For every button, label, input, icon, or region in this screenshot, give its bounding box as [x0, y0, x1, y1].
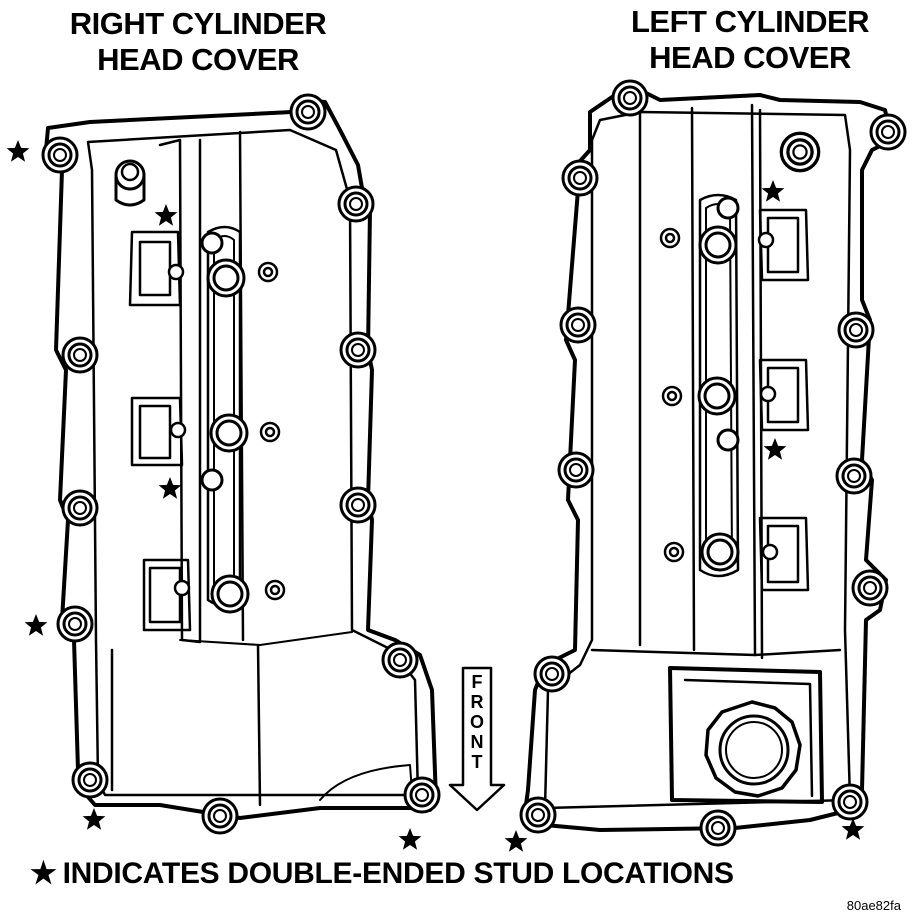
right-bolt-boss — [289, 93, 327, 131]
left-cover-gasket-loop — [698, 193, 740, 578]
right-bolt-boss — [56, 605, 94, 643]
left-bolt-boss — [851, 569, 889, 607]
star-icon — [398, 828, 422, 850]
right-bolt-boss — [61, 489, 99, 527]
right-head-cover — [41, 93, 441, 835]
left-cover-center-section — [638, 103, 764, 660]
right-bolt-boss — [339, 486, 377, 524]
star-icon — [24, 614, 48, 636]
left-bolt-boss — [519, 796, 557, 834]
star-icon — [504, 830, 528, 852]
left-cover-coil-pocket — [758, 358, 810, 432]
right-bolt-boss — [403, 776, 441, 814]
legend-text: INDICATES DOUBLE-ENDED STUD LOCATIONS — [62, 857, 734, 890]
left-cover-title-line1: LEFT CYLINDER — [630, 4, 870, 39]
left-cover-inner-rail — [543, 110, 852, 810]
star-icon — [841, 818, 865, 840]
left-bolt-boss — [561, 159, 599, 197]
right-cover-coil-pocket — [142, 558, 192, 632]
right-cover-inner-rail — [86, 128, 420, 797]
figure-code: 80ae82fa — [846, 898, 901, 913]
right-bolt-boss — [201, 797, 239, 835]
left-bolt-boss — [779, 131, 821, 173]
left-bolt-boss — [831, 783, 869, 821]
left-cover-title-line2: HEAD COVER — [649, 40, 851, 75]
left-cover-cap-recess — [668, 666, 824, 804]
left-bolt-boss — [869, 113, 907, 151]
left-head-cover — [519, 79, 907, 847]
legend: ★INDICATES DOUBLE-ENDED STUD LOCATIONS — [30, 856, 890, 892]
star-icon — [6, 140, 30, 162]
left-bolt-boss — [611, 79, 649, 117]
star-icon: ★ — [30, 857, 57, 890]
left-cover-coil-pocket — [758, 208, 810, 282]
left-bolt-boss — [835, 457, 873, 495]
left-bolt-boss — [837, 311, 875, 349]
right-cover-coil-pocket — [128, 230, 182, 307]
front-direction-label: F R O N T — [452, 668, 502, 818]
left-cover-coil-pocket — [758, 516, 810, 592]
right-bolt-boss — [337, 185, 375, 223]
star-icon — [82, 808, 106, 830]
right-cover-coil-pocket — [130, 396, 184, 467]
left-bolt-boss — [533, 655, 571, 693]
right-bolt-boss — [61, 336, 99, 374]
right-cover-title-line2: HEAD COVER — [97, 42, 299, 77]
oil-filler-cap-icon — [704, 700, 802, 798]
right-bolt-boss — [41, 136, 79, 174]
right-bolt-boss — [381, 641, 419, 679]
left-bolt-boss — [557, 451, 595, 489]
left-bolt-boss — [559, 306, 597, 344]
right-bolt-boss — [71, 761, 109, 799]
left-cover-outline — [523, 88, 894, 832]
right-cover-title-line1: RIGHT CYLINDER — [69, 6, 327, 41]
left-bolt-boss — [699, 809, 737, 847]
right-bolt-boss — [339, 331, 377, 369]
right-cover-title: RIGHT CYLINDER HEAD COVER — [28, 6, 368, 78]
front-label-text: F R O N T — [469, 672, 484, 772]
left-cover-title: LEFT CYLINDER HEAD COVER — [590, 4, 910, 76]
front-arrow-icon — [448, 666, 506, 812]
